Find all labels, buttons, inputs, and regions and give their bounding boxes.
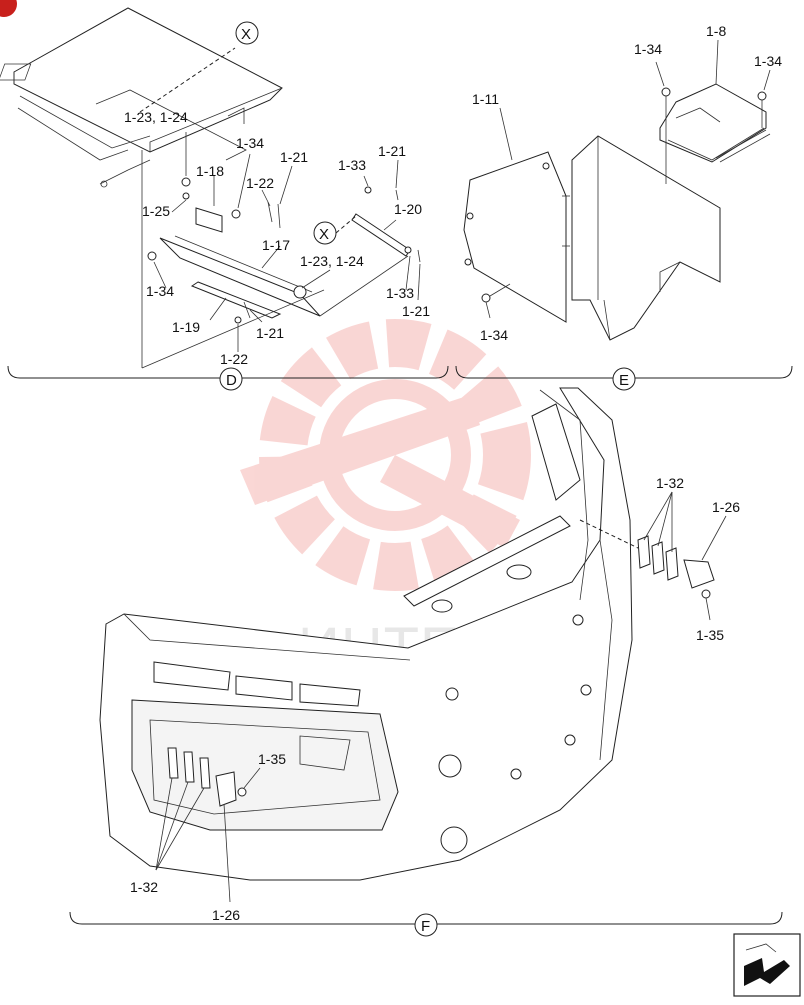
cover-plate-1-8 — [659, 83, 767, 163]
section-d-label: D — [226, 372, 237, 389]
label-1-8: 1-8 — [706, 23, 726, 39]
shim-1-32-f — [665, 547, 679, 581]
label-1-25: 1-25 — [142, 203, 170, 219]
label-1-32-b: 1-32 — [130, 879, 158, 895]
page-corner-badge — [0, 0, 17, 17]
pin-1-33-a — [364, 186, 372, 194]
label-1-34-e: 1-34 — [754, 53, 782, 69]
washer-1-25 — [182, 192, 190, 200]
section-d-drawing — [0, 7, 421, 369]
watermark-logo — [240, 319, 531, 591]
label-1-17: 1-17 — [262, 237, 290, 253]
bolt-1-35-a — [701, 589, 711, 599]
pin-1-22-b — [234, 316, 242, 324]
pin-1-33-b — [404, 246, 412, 254]
label-1-21-b: 1-21 — [256, 325, 284, 341]
label-1-26-b: 1-26 — [212, 907, 240, 923]
shim-1-32-b — [183, 751, 195, 783]
section-f-marker — [414, 913, 438, 937]
shim-1-32-c — [199, 757, 211, 789]
ref-marker-x-strut-text: X — [319, 226, 329, 243]
section-e-drawing — [463, 39, 771, 341]
bolt-1-23-b — [293, 285, 307, 299]
label-1-22-b: 1-22 — [220, 351, 248, 367]
label-1-21-c: 1-21 — [378, 143, 406, 159]
rear-panel — [571, 135, 721, 341]
label-1-18: 1-18 — [196, 163, 224, 179]
label-1-33-b: 1-33 — [386, 285, 414, 301]
section-f-drawing — [99, 387, 727, 903]
section-e-label: E — [619, 372, 629, 389]
label-1-34-b: 1-34 — [146, 283, 174, 299]
label-1-21-a: 1-21 — [280, 149, 308, 165]
panel-plate — [0, 63, 32, 81]
bolt-1-35-b — [237, 787, 247, 797]
label-1-19: 1-19 — [172, 319, 200, 335]
page-nav-icon[interactable] — [733, 933, 801, 997]
shim-1-32-d — [637, 535, 651, 569]
upper-rail — [403, 515, 571, 607]
bolt-1-34-d — [661, 87, 671, 97]
label-1-34-c: 1-34 — [634, 41, 662, 57]
label-1-35-b: 1-35 — [258, 751, 286, 767]
section-f-label: F — [421, 918, 430, 935]
label-1-22-a: 1-22 — [246, 175, 274, 191]
bolt-1-34-b — [147, 251, 157, 261]
section-d-marker — [219, 367, 243, 391]
label-1-23-1-24-b: 1-23, 1-24 — [300, 253, 364, 269]
bracket-1-19 — [190, 281, 282, 319]
label-1-21-d: 1-21 — [402, 303, 430, 319]
label-1-35-a: 1-35 — [696, 627, 724, 643]
bolt-1-34-e — [757, 91, 767, 101]
bracket-1-26-a — [683, 559, 715, 589]
arrow-icon — [744, 958, 790, 986]
label-1-23-1-24-a: 1-23, 1-24 — [124, 109, 188, 125]
ref-marker-x-top — [235, 21, 259, 45]
bolt-1-23 — [181, 177, 191, 187]
ref-marker-x-top-text: X — [241, 26, 251, 43]
label-1-34-d: 1-34 — [480, 327, 508, 343]
bracket-1-26-b — [215, 771, 237, 807]
label-1-26-a: 1-26 — [712, 499, 740, 515]
side-cover-1-11 — [463, 151, 567, 323]
shim-1-32-a — [167, 747, 179, 779]
gas-strut-1-20 — [351, 213, 411, 257]
label-1-33-a: 1-33 — [338, 157, 366, 173]
section-e-marker — [612, 367, 636, 391]
label-1-34-a: 1-34 — [236, 135, 264, 151]
label-1-11: 1-11 — [472, 91, 499, 107]
shim-1-32-e — [651, 541, 665, 575]
bolt-1-34-c — [481, 293, 491, 303]
bracket-1-18 — [195, 207, 223, 233]
label-1-20: 1-20 — [394, 201, 422, 217]
label-1-32-a: 1-32 — [656, 475, 684, 491]
bolt-1-34-a — [231, 209, 241, 219]
upper-bracket — [531, 403, 581, 501]
